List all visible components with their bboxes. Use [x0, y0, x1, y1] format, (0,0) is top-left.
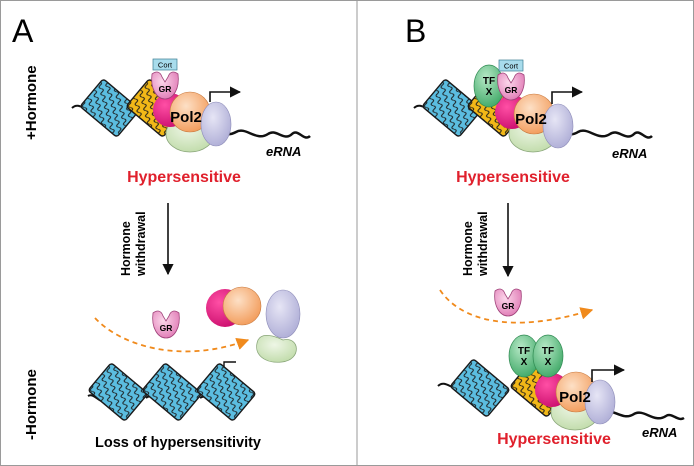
- panel-a-letter: A: [12, 13, 34, 49]
- cort-label: Cort: [158, 61, 173, 70]
- tf-right-label-2: X: [545, 357, 552, 368]
- hypersensitive-label-b-top: Hypersensitive: [456, 169, 570, 186]
- hypersensitive-label-b-bottom: Hypersensitive: [497, 431, 611, 448]
- cort-box-b: [498, 59, 524, 72]
- tss-arrow-b2: [591, 364, 626, 382]
- minus-hormone-label: -Hormone: [23, 369, 40, 440]
- cort-label-b: Cort: [504, 62, 519, 71]
- pol2-label-b: Pol2: [515, 111, 547, 128]
- nucleosome-blue-1: [87, 362, 149, 422]
- tf-label-2: X: [486, 87, 493, 98]
- erna-label-b2: eRNA: [642, 425, 677, 440]
- free-orange-subunit: [222, 286, 262, 326]
- gr-label-b: GR: [505, 85, 518, 95]
- lavender-subunit-b: [542, 103, 574, 149]
- nucleosome-blue-b2: [449, 358, 511, 418]
- lavender-subunit: [200, 101, 232, 147]
- pol2-label-b2: Pol2: [559, 389, 591, 406]
- cort-box: [152, 58, 178, 71]
- tss-arrow-b: [551, 86, 584, 104]
- tf-x-right: [532, 334, 564, 378]
- tf-label-1: TF: [483, 76, 495, 87]
- tf-left-label-2: X: [521, 357, 528, 368]
- loss-label: Loss of hypersensitivity: [95, 435, 261, 451]
- gr-label: GR: [159, 84, 172, 94]
- dashed-path-b: [439, 289, 594, 324]
- free-green-subunit: [256, 335, 297, 363]
- tf-left-label-1: TF: [518, 346, 530, 357]
- arrow-label-hormone: Hormone: [119, 221, 133, 276]
- free-gr-label: GR: [160, 323, 173, 333]
- panel-a: A +Hormone -Hormone Pol2 GR Cort eRNA Hy…: [12, 13, 311, 451]
- plus-hormone-label: +Hormone: [23, 65, 40, 140]
- panel-b-letter: B: [405, 13, 426, 49]
- lavender-subunit-b2: [584, 379, 616, 425]
- free-gr-label-b: GR: [502, 301, 515, 311]
- erna-label: eRNA: [266, 144, 301, 159]
- arrow-label-hormone-b: Hormone: [461, 221, 475, 276]
- free-lavender-subunit: [265, 289, 301, 339]
- panel-b: B Pol2 TF X GR Cort eRNA Hypersensitive …: [405, 13, 685, 448]
- arrow-label-withdrawal-b: withdrawal: [476, 211, 490, 277]
- arrow-label-withdrawal: withdrawal: [134, 211, 148, 277]
- hypersensitive-label: Hypersensitive: [127, 169, 241, 186]
- tss-arrow: [209, 86, 242, 102]
- nucleosome-blue-3: [195, 362, 257, 422]
- erna-label-b: eRNA: [612, 146, 647, 161]
- tf-right-label-1: TF: [542, 346, 554, 357]
- dashed-path: [94, 317, 250, 353]
- nucleosome-blue-2: [141, 362, 203, 422]
- pol2-label: Pol2: [170, 109, 202, 126]
